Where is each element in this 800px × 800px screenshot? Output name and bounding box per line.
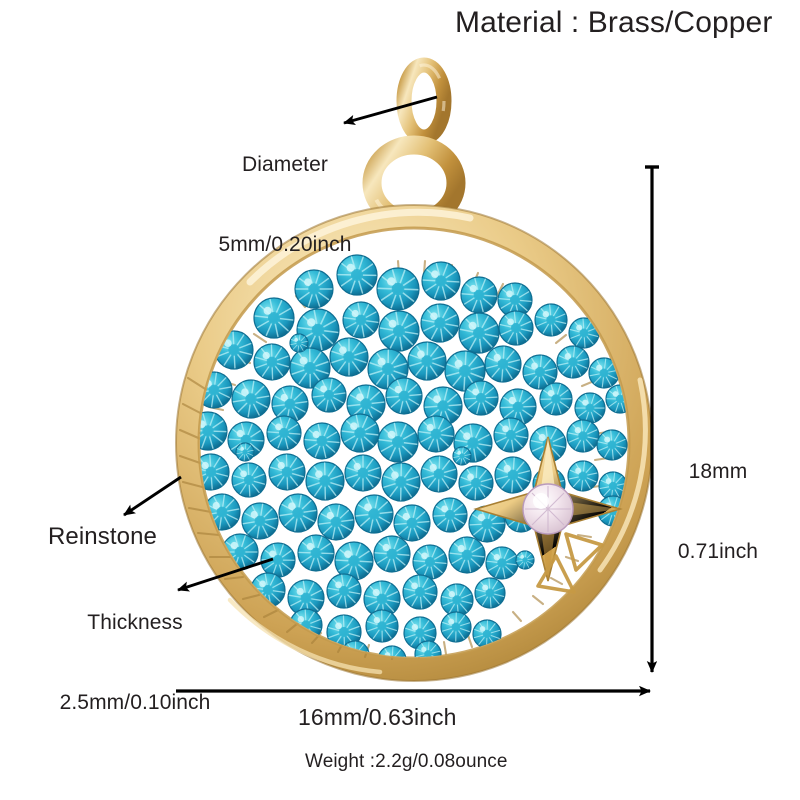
rhinestone bbox=[363, 580, 401, 618]
north-star-ornament bbox=[473, 436, 623, 594]
rhinestone bbox=[376, 267, 420, 311]
rhinestone bbox=[463, 380, 499, 416]
rhinestone bbox=[287, 579, 325, 617]
height-dimension-label: 18mm 0.71inch bbox=[663, 405, 773, 620]
rhinestone bbox=[588, 357, 620, 389]
rhinestone bbox=[253, 343, 291, 381]
rhinestone bbox=[329, 337, 369, 377]
rhinestone bbox=[539, 382, 573, 416]
rhinestone bbox=[420, 455, 458, 493]
rhinestone bbox=[407, 341, 447, 381]
rhinestone bbox=[260, 542, 296, 578]
rhinestone-pave-field bbox=[200, 254, 628, 657]
rhinestone bbox=[596, 429, 628, 461]
rhinestone bbox=[485, 546, 519, 580]
rhinestone bbox=[498, 310, 534, 346]
rhinestone bbox=[326, 573, 362, 609]
rhinestone bbox=[241, 502, 279, 540]
rhinestone bbox=[566, 419, 600, 453]
rhinestone bbox=[342, 301, 380, 339]
rhinestone bbox=[493, 417, 529, 453]
rhinestone bbox=[393, 504, 431, 542]
height-value-mm: 18mm bbox=[688, 459, 748, 483]
weight-label: Weight :2.2g/0.08ounce bbox=[305, 751, 508, 772]
rhinestone bbox=[497, 282, 533, 318]
rhinestone bbox=[278, 493, 318, 533]
callout-arrows bbox=[123, 95, 438, 592]
rhinestone bbox=[421, 261, 461, 301]
rhinestone bbox=[378, 310, 420, 352]
rhinestone bbox=[373, 535, 411, 573]
rhinestone bbox=[344, 454, 382, 492]
rhinestone bbox=[417, 415, 455, 453]
rhinestone bbox=[412, 544, 448, 580]
rhinestone bbox=[289, 347, 331, 389]
rhinestone bbox=[448, 536, 486, 574]
rhinestone bbox=[468, 505, 506, 543]
diameter-value: 5mm/0.20inch bbox=[218, 233, 352, 257]
rhinestone bbox=[231, 379, 271, 419]
rhinestone bbox=[420, 303, 460, 343]
rhinestone bbox=[522, 354, 558, 390]
rhinestone-callout-label: Reinstone bbox=[48, 523, 157, 550]
rhinestone bbox=[305, 461, 345, 501]
rhinestone bbox=[567, 460, 599, 492]
rhinestone bbox=[297, 534, 335, 572]
rhinestone bbox=[317, 503, 355, 541]
rhinestone bbox=[444, 350, 486, 392]
rhinestone bbox=[354, 494, 394, 534]
rhinestone bbox=[440, 583, 474, 617]
rhinestone bbox=[266, 415, 302, 451]
rhinestone bbox=[340, 413, 380, 453]
rhinestone bbox=[303, 422, 341, 460]
diameter-callout-arrow bbox=[343, 95, 438, 126]
thickness-callout: Thickness 2.5mm/0.10inch bbox=[40, 556, 230, 771]
rhinestone bbox=[534, 303, 568, 337]
rhinestone bbox=[336, 254, 378, 296]
material-label: Material : Brass/Copper bbox=[455, 6, 773, 39]
thickness-callout-arrow bbox=[177, 557, 274, 592]
rhinestone bbox=[432, 497, 468, 533]
rhinestone bbox=[494, 456, 532, 494]
rhinestone bbox=[458, 465, 494, 501]
rhinestone bbox=[334, 541, 374, 581]
height-value-inch: 0.71inch bbox=[677, 540, 759, 564]
rhinestone bbox=[484, 345, 522, 383]
rhinestone bbox=[294, 269, 334, 309]
rhinestone bbox=[289, 333, 309, 353]
diameter-callout: Diameter 5mm/0.20inch bbox=[185, 98, 385, 313]
rim-highlight bbox=[227, 208, 648, 675]
rhinestone bbox=[414, 640, 442, 657]
rhinestone bbox=[235, 442, 255, 462]
rhinestone bbox=[474, 577, 506, 609]
dimension-lines bbox=[176, 165, 659, 697]
rhinestone bbox=[377, 421, 419, 463]
rhinestone bbox=[458, 312, 500, 354]
rhinestone bbox=[402, 574, 438, 610]
width-dimension-label: 16mm/0.63inch bbox=[298, 704, 457, 730]
rhinestone bbox=[253, 297, 295, 339]
rhinestone bbox=[231, 462, 267, 498]
rhinestone bbox=[515, 550, 535, 570]
rhinestone bbox=[472, 619, 502, 649]
rhinestone bbox=[365, 609, 399, 643]
rhinestone bbox=[440, 611, 472, 643]
rhinestone bbox=[452, 446, 472, 466]
rhinestone-callout-arrow bbox=[123, 475, 182, 517]
rhinestone bbox=[499, 388, 537, 426]
thickness-value: 2.5mm/0.10inch bbox=[59, 691, 211, 715]
rhinestone bbox=[200, 411, 228, 451]
diameter-title: Diameter bbox=[242, 152, 328, 176]
rhinestone bbox=[311, 377, 347, 413]
rhinestone bbox=[574, 392, 606, 424]
rhinestone bbox=[460, 276, 498, 314]
thickness-title: Thickness bbox=[87, 610, 183, 634]
rhinestone bbox=[385, 377, 423, 415]
rhinestone bbox=[268, 453, 306, 491]
rhinestone bbox=[381, 462, 421, 502]
rhinestone bbox=[556, 345, 590, 379]
